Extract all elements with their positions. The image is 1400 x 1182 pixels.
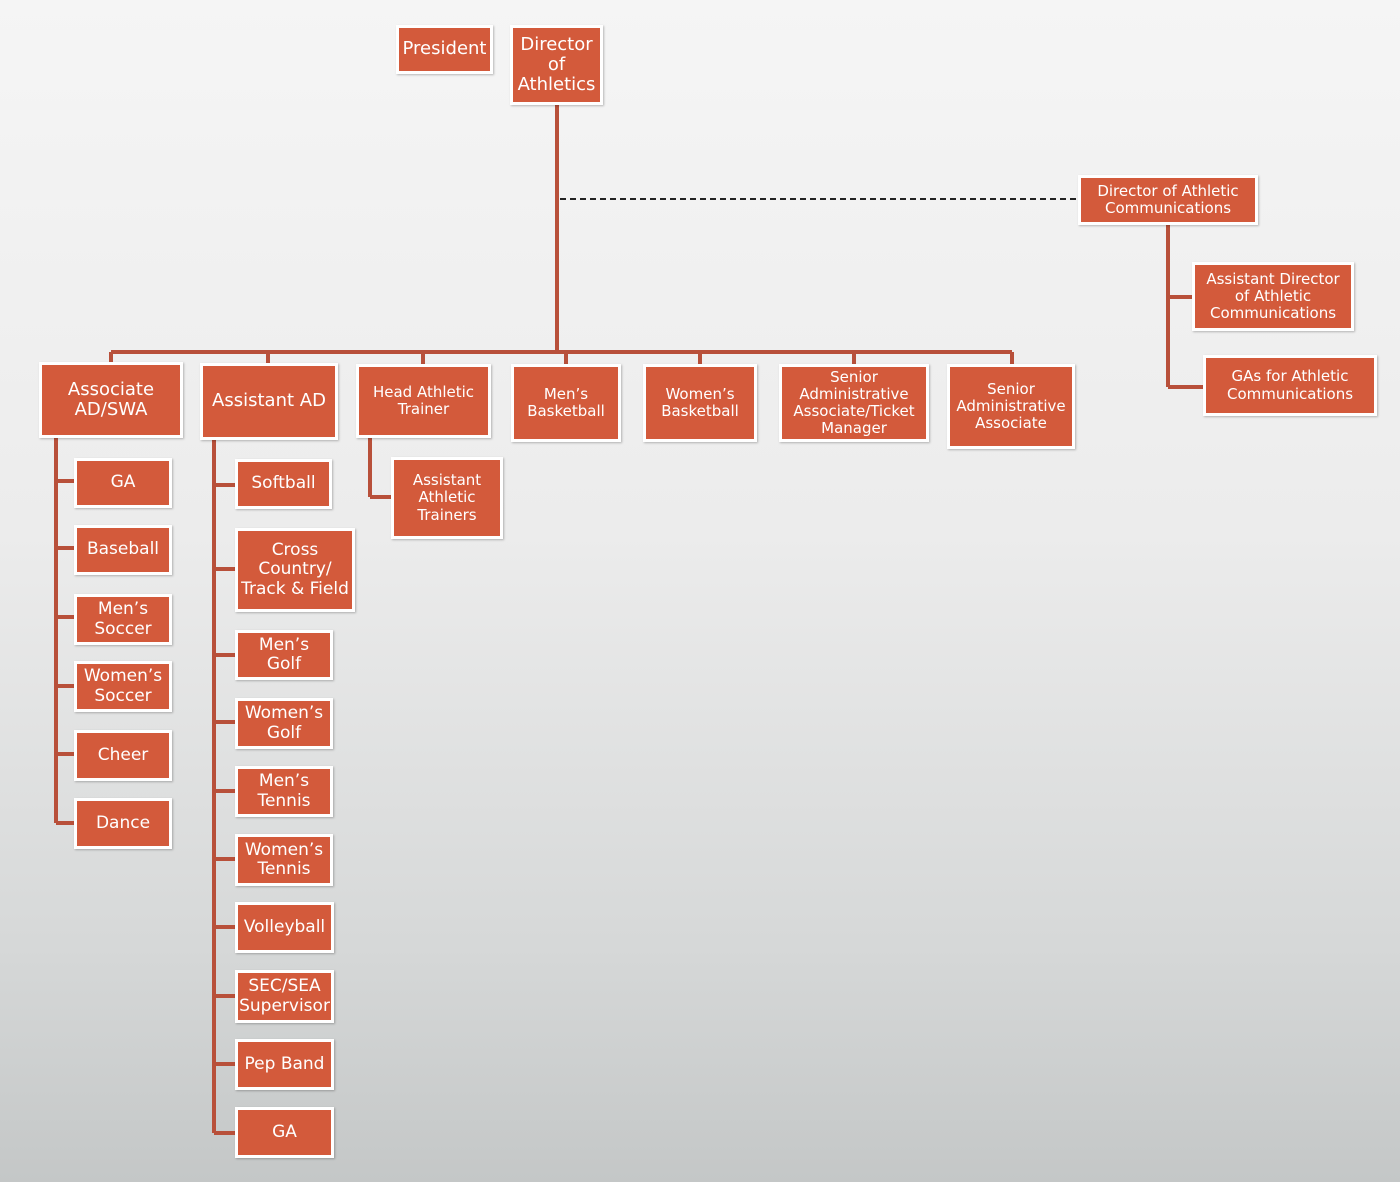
assistant-ad-box: Assistant AD [200, 363, 338, 440]
mens-tennis-box: Men’s Tennis [235, 766, 333, 817]
head-athletic-trainer-box: Head Athletic Trainer [356, 364, 491, 438]
senior-admin-associate-ticket-manager-box: Senior Administrative Associate/Ticket M… [779, 364, 929, 442]
assoc-ga-box: GA [74, 458, 172, 508]
pep-band-box: Pep Band [235, 1039, 334, 1090]
womens-basketball-box: Women’s Basketball [643, 364, 757, 442]
mens-basketball-box: Men’s Basketball [511, 364, 621, 442]
director-of-athletics-box: Director of Athletics [510, 25, 603, 105]
president-box: President [396, 25, 493, 74]
mens-soccer-box: Men’s Soccer [74, 594, 172, 645]
softball-box: Softball [235, 459, 332, 509]
womens-golf-box: Women’s Golf [235, 698, 333, 749]
director-athletic-communications-box: Director of Athletic Communications [1078, 175, 1258, 225]
gas-athletic-communications-box: GAs for Athletic Communications [1203, 355, 1377, 416]
associate-ad-swa-box: Associate AD/SWA [39, 362, 183, 438]
baseball-box: Baseball [74, 525, 172, 575]
mens-golf-box: Men’s Golf [235, 630, 333, 680]
senior-admin-associate-box: Senior Administrative Associate [947, 364, 1075, 449]
asst-ga-box: GA [235, 1107, 334, 1158]
cross-country-track-field-box: Cross Country/ Track & Field [235, 528, 355, 612]
assistant-director-athletic-communications-box: Assistant Director of Athletic Communica… [1192, 262, 1354, 331]
womens-tennis-box: Women’s Tennis [235, 834, 333, 886]
volleyball-box: Volleyball [235, 902, 334, 953]
cheer-box: Cheer [74, 730, 172, 781]
sec-sea-supervisor-box: SEC/SEA Supervisor [235, 970, 334, 1023]
assistant-athletic-trainers-box: Assistant Athletic Trainers [391, 457, 503, 539]
dance-box: Dance [74, 798, 172, 849]
womens-soccer-box: Women’s Soccer [74, 661, 172, 712]
